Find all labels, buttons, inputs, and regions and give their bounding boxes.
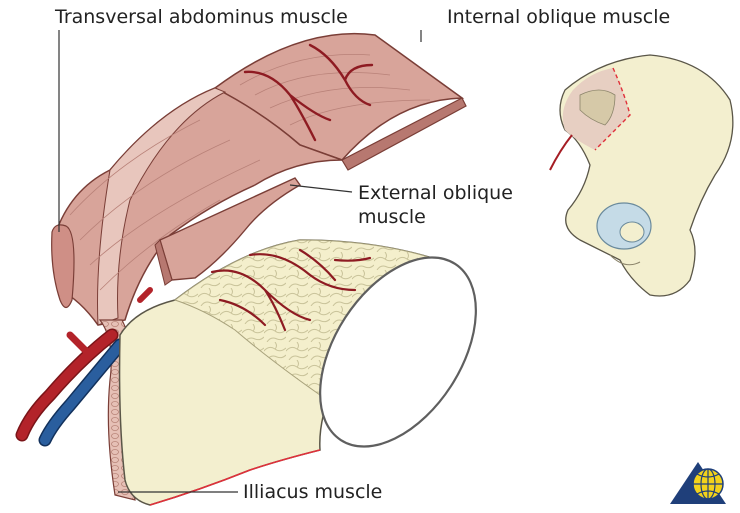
pelvis-diagram [550, 55, 733, 296]
label-internal-oblique: Internal oblique muscle [447, 6, 670, 28]
label-external-oblique-line2: muscle [358, 206, 426, 228]
publisher-logo-icon [668, 458, 730, 506]
leader-external [290, 185, 352, 192]
label-illiacus: Illiacus muscle [243, 481, 382, 503]
label-external-oblique-line1: External oblique [358, 182, 513, 204]
label-transversal-abdominus: Transversal abdominus muscle [55, 6, 348, 28]
